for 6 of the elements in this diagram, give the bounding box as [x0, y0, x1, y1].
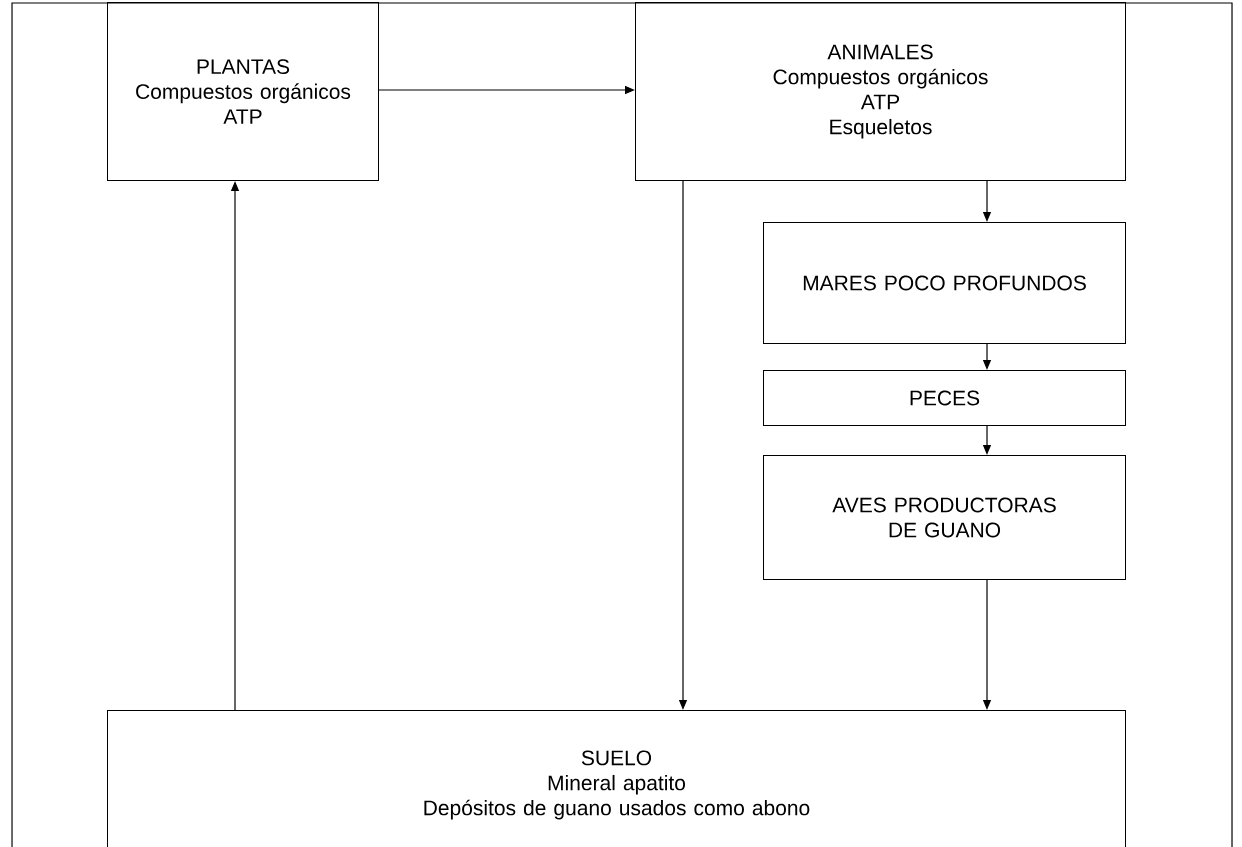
process-box: AVES PRODUCTORAS DE GUANO	[763, 455, 1126, 580]
process-box: PLANTAS Compuestos orgánicos ATP	[107, 2, 379, 181]
process-box: MARES POCO PROFUNDOS	[763, 222, 1126, 344]
process-box: PECES	[763, 370, 1126, 426]
process-box: SUELO Mineral apatito Depósitos de guano usados como abono	[107, 710, 1126, 847]
process-box: ANIMALES Compuestos orgánicos ATP Esqueletos	[635, 2, 1126, 181]
